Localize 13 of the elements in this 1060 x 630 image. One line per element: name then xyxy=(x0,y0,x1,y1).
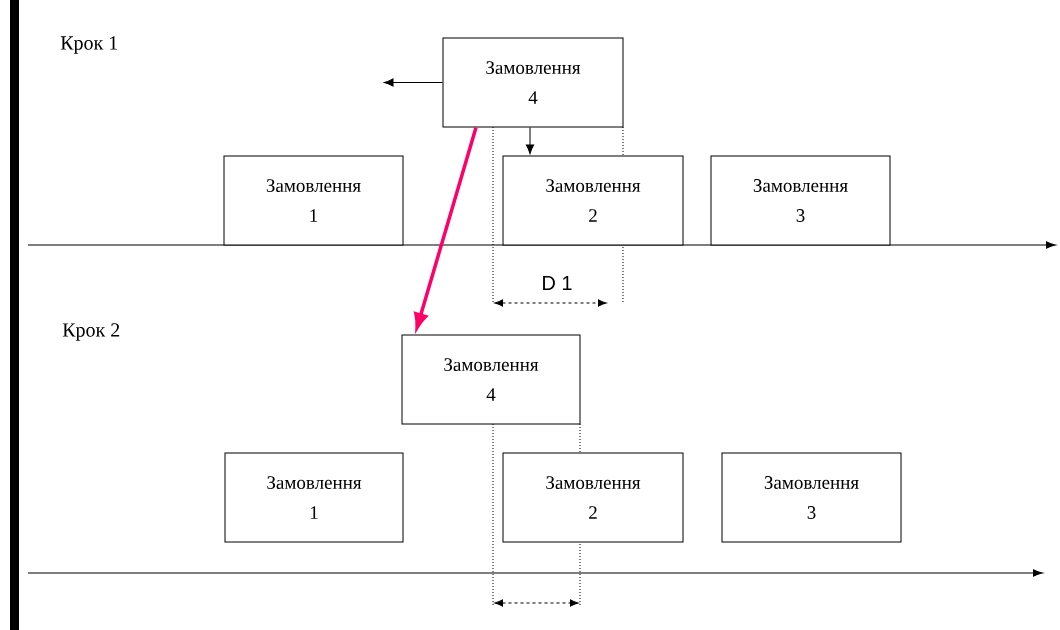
order-box: Замовлення 3 xyxy=(710,155,891,246)
step-label: Крок 1 xyxy=(60,36,118,54)
order-box: Замовлення 1 xyxy=(224,452,404,543)
arrow xyxy=(525,127,535,155)
order-box: Замовлення 3 xyxy=(721,452,902,543)
dimension-label: D 1 xyxy=(543,276,572,290)
order-box: Замовлення 2 xyxy=(502,452,684,543)
order-box: Замовлення 2 xyxy=(502,155,684,246)
arrow xyxy=(383,78,443,87)
step-label: Крок 2 xyxy=(62,323,120,341)
order-box: Замовлення 4 xyxy=(442,37,624,128)
order-box: Замовлення 4 xyxy=(401,334,581,425)
order-box: Замовлення 1 xyxy=(223,155,404,246)
